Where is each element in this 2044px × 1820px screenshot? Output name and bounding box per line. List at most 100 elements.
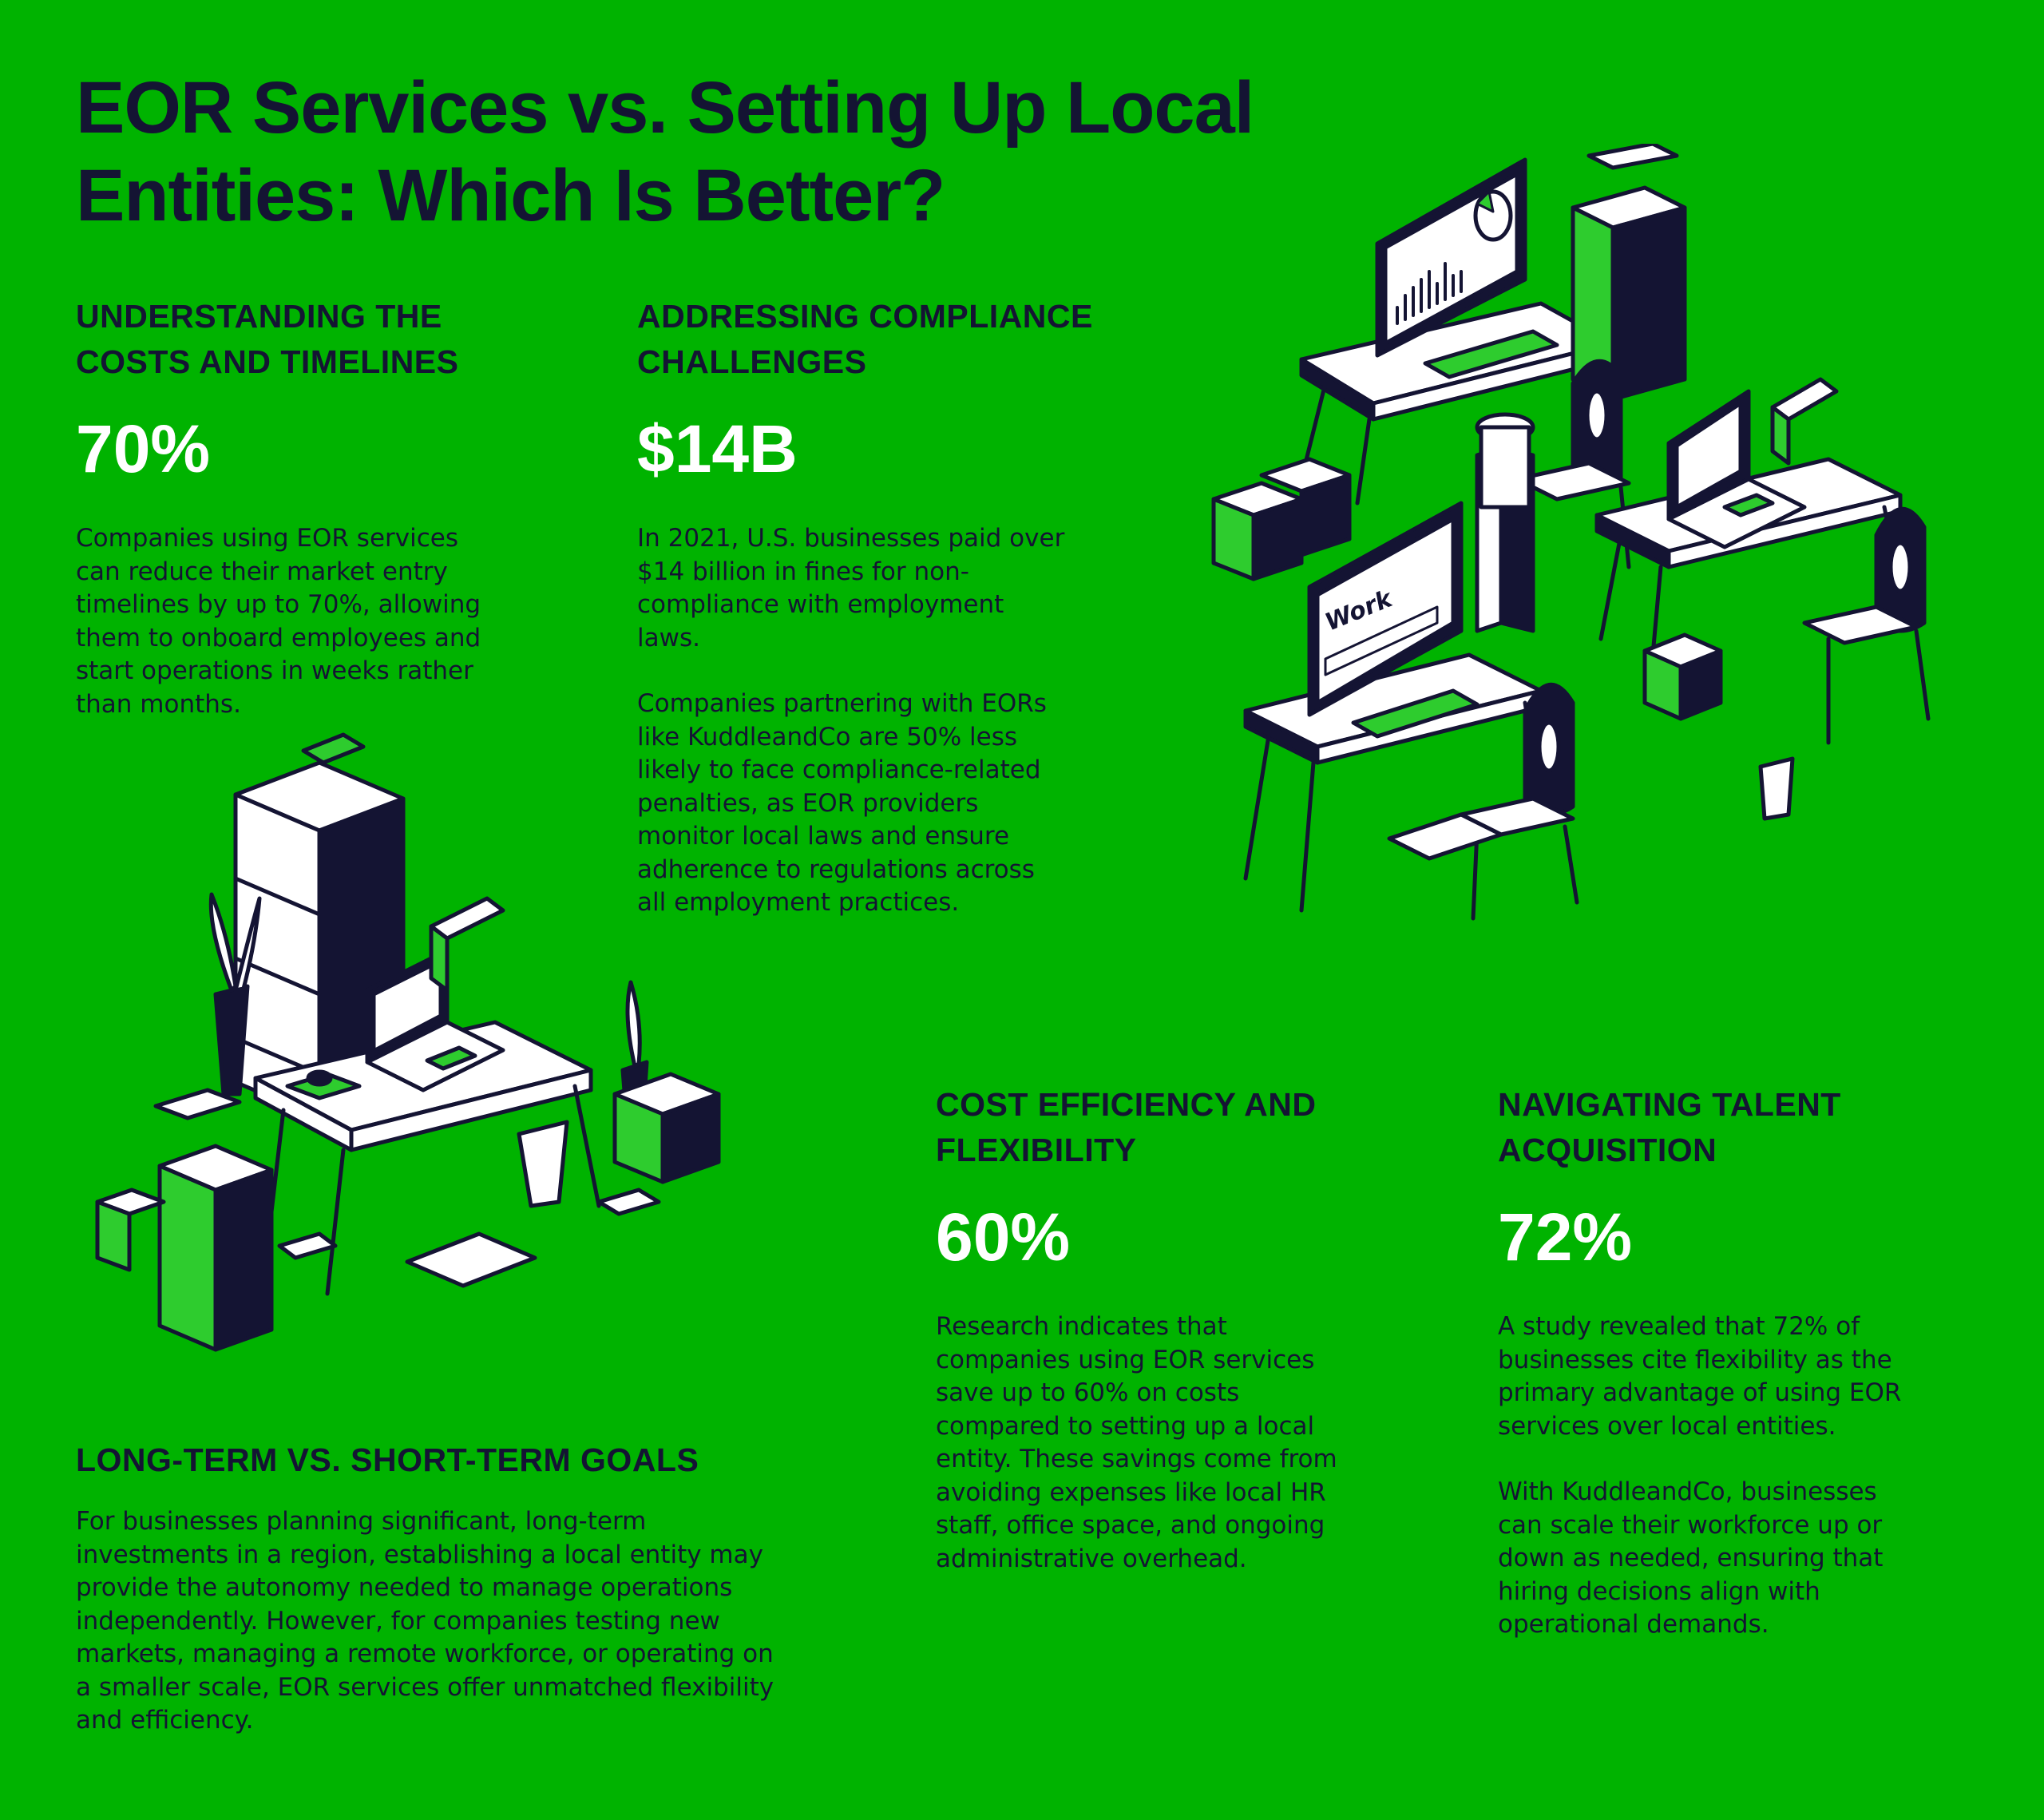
body-line: monitor local laws and ensure (637, 822, 1010, 851)
heading-line: FLEXIBILITY (936, 1132, 1137, 1168)
body-line: all employment practices. (637, 888, 960, 917)
section-heading: NAVIGATING TALENT ACQUISITION (1498, 1082, 2009, 1173)
section-compliance: ADDRESSING COMPLIANCE CHALLENGES $14B In… (637, 294, 1196, 920)
section-body: A study revealed that 72% of businesses … (1498, 1310, 2009, 1642)
desk-workspace-illustration (88, 719, 806, 1382)
section-cost-efficiency: COST EFFICIENCY AND FLEXIBILITY 60% Rese… (936, 1082, 1447, 1576)
body-line: hiring decisions align with (1498, 1576, 1820, 1606)
floor-mat (1387, 812, 1503, 861)
body-line: likely to face compliance-related (637, 755, 1041, 784)
body-line: start operations in weeks rather (76, 656, 473, 685)
bar-graphic (1396, 262, 1463, 325)
body-line: Companies using EOR services (76, 524, 458, 553)
paragraph: A study revealed that 72% of businesses … (1498, 1310, 2009, 1443)
keyboard (1351, 688, 1480, 739)
paragraph: For businesses planning significant, lon… (76, 1505, 922, 1738)
body-line: Companies partnering with EORs (637, 689, 1047, 718)
body-line: like KuddleandCo are 50% less (637, 722, 1017, 751)
body-line: independently. However, for companies te… (76, 1606, 720, 1636)
body-line: than months. (76, 689, 241, 719)
body-line: adherence to regulations across (637, 854, 1035, 884)
body-line: markets, managing a remote workforce, or… (76, 1640, 774, 1668)
body-line: investments in a region, establishing a … (76, 1540, 763, 1569)
section-costs-timelines: UNDERSTANDING THE COSTS AND TIMELINES 70… (76, 294, 571, 721)
plant-leaf (208, 892, 238, 993)
section-body: Companies using EOR services can reduce … (76, 522, 571, 721)
floor-mat (405, 1231, 537, 1288)
body-line: save up to 60% on costs (936, 1378, 1240, 1407)
heading-line: CHALLENGES (637, 343, 867, 380)
desk-leg (1303, 381, 1328, 466)
heading-line: UNDERSTANDING THE (76, 298, 442, 335)
body-line: A study revealed that 72% of (1498, 1312, 1860, 1341)
heading-line: COST EFFICIENCY AND (936, 1086, 1317, 1123)
body-line: timelines by up to 70%, allowing (76, 590, 481, 619)
binders (301, 732, 366, 765)
chair-seat (1515, 461, 1631, 502)
body-line: compared to setting up a local (936, 1411, 1315, 1441)
body-line: and efficiency. (76, 1706, 254, 1735)
heading-line: ACQUISITION (1498, 1132, 1717, 1168)
search-bar (1324, 605, 1439, 676)
section-heading: LONG-TERM VS. SHORT-TERM GOALS (76, 1437, 922, 1483)
papers (596, 1188, 661, 1216)
title-line-1: EOR Services vs. Setting Up Local (76, 67, 1254, 149)
section-heading: COST EFFICIENCY AND FLEXIBILITY (936, 1082, 1447, 1173)
papers (277, 1231, 338, 1260)
body-line: primary advantage of using EOR (1498, 1378, 1902, 1407)
paragraph: Research indicates that companies using … (936, 1310, 1447, 1576)
body-line: laws. (637, 623, 700, 652)
office-desks-svg: Work (1211, 144, 1931, 921)
body-line: services over local entities. (1498, 1411, 1836, 1441)
section-long-short-goals: LONG-TERM VS. SHORT-TERM GOALS For busin… (76, 1437, 922, 1738)
page-title: EOR Services vs. Setting Up Local Entiti… (76, 64, 1353, 240)
stat-value: 60% (936, 1199, 1071, 1275)
desk-leg (1355, 417, 1372, 506)
body-line: penalties, as EOR providers (637, 788, 979, 818)
body-line: In 2021, U.S. businesses paid over (637, 524, 1065, 553)
body-line: can reduce their market entry (76, 557, 448, 586)
section-heading: UNDERSTANDING THE COSTS AND TIMELINES (76, 294, 571, 385)
body-line: compliance with employment (637, 590, 1004, 619)
body-line: With KuddleandCo, businesses (1498, 1477, 1877, 1506)
body-line: administrative overhead. (936, 1544, 1247, 1573)
paragraph: Companies using EOR services can reduce … (76, 522, 571, 721)
body-line: a smaller scale, EOR services offer unma… (76, 1672, 774, 1702)
section-body: Research indicates that companies using … (936, 1310, 1447, 1576)
stat-value: $14B (637, 411, 798, 486)
paragraph: Companies partnering with EORs like Kudd… (637, 688, 1196, 920)
body-line: For businesses planning significant, lon… (76, 1507, 647, 1536)
stat-value: 70% (76, 411, 211, 486)
trash-bin (517, 1120, 569, 1208)
lamp-top (1586, 144, 1679, 170)
section-talent-acquisition: NAVIGATING TALENT ACQUISITION 72% A stud… (1498, 1082, 2009, 1642)
body-line: companies using EOR services (936, 1345, 1315, 1374)
body-line: businesses cite flexibility as the (1498, 1345, 1892, 1374)
desk-workspace-svg (95, 732, 721, 1352)
body-line: can scale their workforce up or (1498, 1510, 1883, 1540)
trash-bin (1758, 756, 1795, 821)
body-line: them to onboard employees and (76, 623, 481, 652)
heading-line: LONG-TERM VS. SHORT-TERM GOALS (76, 1441, 699, 1478)
keyboard (1423, 329, 1559, 379)
lamp-top (153, 1088, 242, 1120)
stat-value: 72% (1498, 1199, 1633, 1275)
paragraph: With KuddleandCo, businesses can scale t… (1498, 1476, 2009, 1642)
section-body: In 2021, U.S. businesses paid over $14 b… (637, 522, 1196, 920)
section-heading: ADDRESSING COMPLIANCE CHALLENGES (637, 294, 1196, 385)
body-line: entity. These savings come from (936, 1445, 1337, 1473)
body-line: avoiding expenses like local HR (936, 1477, 1326, 1507)
paragraph: In 2021, U.S. businesses paid over $14 b… (637, 522, 1196, 655)
body-line: Research indicates that (936, 1312, 1227, 1341)
chair-seat (1802, 605, 1919, 645)
body-line: staff, office space, and ongoing (936, 1511, 1325, 1540)
heading-line: NAVIGATING TALENT (1498, 1086, 1841, 1123)
body-line: operational demands. (1498, 1610, 1769, 1639)
plant-leaf (233, 896, 262, 993)
section-body: For businesses planning significant, lon… (76, 1505, 922, 1738)
body-line: $14 billion in fines for non- (637, 557, 969, 586)
body-line: provide the autonomy needed to manage op… (76, 1573, 733, 1602)
body-line: down as needed, ensuring that (1498, 1544, 1884, 1572)
plant-pot (213, 984, 250, 1096)
office-desks-illustration: Work (1198, 144, 1996, 942)
